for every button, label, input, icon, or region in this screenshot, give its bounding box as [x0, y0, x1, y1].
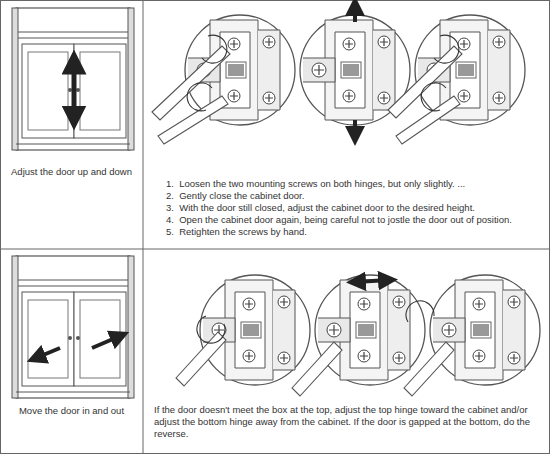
row-heading: Move the door in and out — [4, 405, 139, 417]
step-text: 3. With the door still closed, adjust th… — [166, 202, 544, 214]
note-text: If the door doesn't meet the box at the … — [154, 404, 542, 440]
step-text: 1. Loosen the two mounting screws on bot… — [166, 178, 544, 190]
step-text: 2. Gently close the cabinet door. — [166, 190, 544, 202]
step-text: 4. Open the cabinet door again, being ca… — [166, 214, 544, 226]
step-text: 5. Retighten the screws by hand. — [166, 226, 544, 238]
row-heading: Adjust the door up and down — [4, 166, 139, 178]
